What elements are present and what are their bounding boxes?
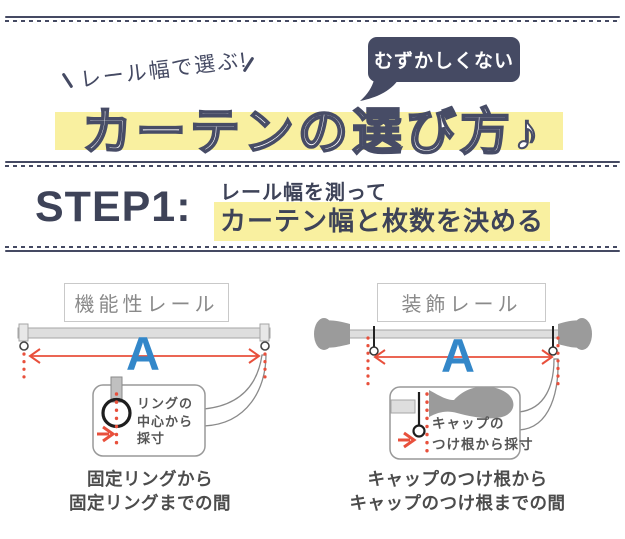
rail-bar	[17, 327, 271, 339]
callout-text-right: キャップの つけ根から採寸	[432, 413, 534, 455]
callout-line: つけ根から採寸	[432, 437, 534, 452]
divider-under-title	[5, 161, 620, 167]
divider-solid-line	[5, 16, 620, 18]
measure-arrow-right-diagram	[373, 349, 554, 365]
caption-line: 固定リングから	[87, 469, 213, 489]
callout-line: 中心から	[137, 413, 194, 429]
finial-right-icon	[558, 318, 592, 350]
step1-highlighted-text: カーテン幅と枚数を決める	[214, 202, 551, 241]
speech-bubble-tail-icon	[360, 80, 398, 101]
title-highlight-band	[55, 112, 563, 150]
cap-finial-icon	[429, 386, 514, 419]
callout-line: キャップの	[432, 416, 505, 431]
cap-ring-icon	[412, 424, 426, 438]
rail-diagrams-drawing	[17, 318, 592, 460]
step1-main-text: カーテン幅と枚数を決める	[214, 201, 551, 241]
step1-label: STEP1:	[35, 183, 192, 231]
measure-arrow-left-diagram	[28, 348, 261, 364]
divider-solid-line	[5, 161, 620, 163]
divider-dashed-line	[5, 165, 620, 167]
measurement-letter-left: A	[126, 327, 160, 380]
speech-bubble: むずかしくない	[368, 37, 520, 82]
tagline: レール幅で選ぶ!	[78, 48, 250, 92]
cap-ring-left-icon	[369, 346, 379, 356]
finial-left-icon	[314, 318, 350, 350]
caption-decorative-rail: キャップのつけ根から キャップのつけ根までの間	[330, 467, 585, 515]
caption-line: キャップのつけ根までの間	[349, 493, 566, 513]
speech-bubble-text: むずかしくない	[373, 51, 514, 72]
callout-box-left	[92, 376, 206, 457]
page-title: カーテンの選び方♪	[81, 103, 543, 161]
caption-functional-rail: 固定リングから 固定リングまでの間	[45, 467, 255, 515]
step1-subtitle: レール幅を測って	[220, 182, 387, 204]
label-functional-rail: 機能性レール	[64, 283, 229, 322]
divider-top	[5, 16, 620, 22]
callout-box-right	[389, 386, 521, 460]
callout-text-left: リングの 中心から 採寸	[137, 395, 193, 448]
measure-from-arrow-icon	[398, 431, 417, 449]
emphasis-mark-left	[61, 72, 74, 89]
fixed-ring-right-icon	[260, 341, 270, 351]
rail-end-cap-left	[18, 323, 29, 342]
divider-under-step	[5, 246, 620, 252]
fixed-ring-left-icon	[19, 341, 29, 351]
label-decorative-rail: 装飾レール	[377, 283, 546, 322]
divider-dashed-line	[5, 246, 620, 248]
rail-end-cap-right	[259, 323, 270, 342]
caption-line: 固定リングまでの間	[69, 493, 231, 513]
measurement-letter-right: A	[441, 329, 475, 382]
caption-line: キャップのつけ根から	[367, 469, 548, 489]
divider-solid-line	[5, 250, 620, 252]
leader-tail-left	[203, 354, 267, 427]
divider-dashed-line	[5, 20, 620, 22]
leader-tail-right	[518, 358, 559, 431]
callout-line: 採寸	[137, 431, 166, 446]
decorative-rail-drawing	[314, 318, 592, 460]
cap-ring-right-icon	[548, 346, 558, 356]
rod-stub-icon	[390, 399, 416, 414]
functional-rail-drawing	[17, 323, 271, 457]
measure-from-arrow-icon	[97, 425, 116, 443]
callout-line: リングの	[137, 396, 194, 411]
